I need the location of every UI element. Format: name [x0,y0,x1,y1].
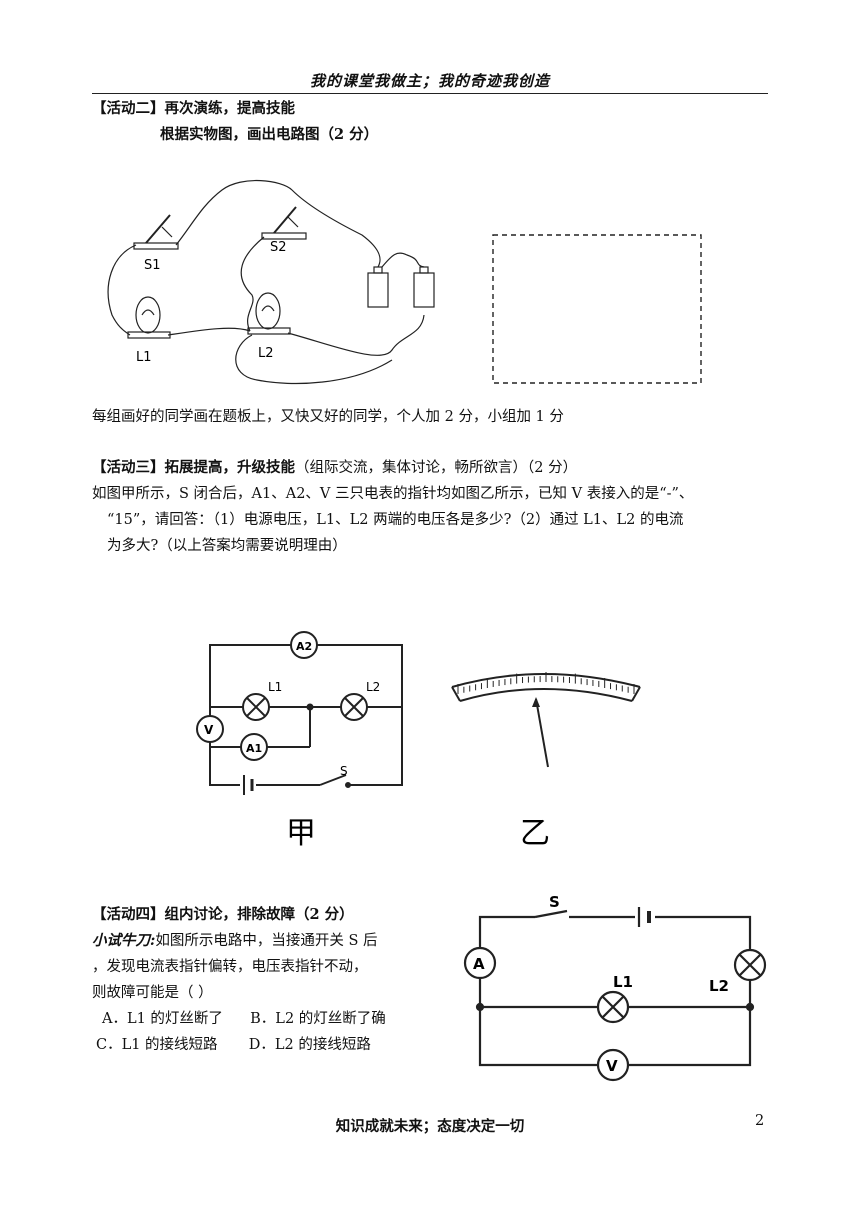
activity2-title: 【活动二】再次演练，提高技能 [92,100,295,117]
meter-scale-bottom [459,688,633,702]
label-v4: V [606,1057,618,1075]
answer-drawing-box[interactable] [492,234,702,384]
figure-jia-yi: A2 V A1 L1 L2 S 甲 乙 [196,631,641,851]
voltmeter-v4 [596,1048,630,1082]
physical-circuit-figure: S1 S2 L1 L2 [107,179,702,385]
activity3-heading: 【活动三】拓展提高，升级技能（组际交流，集体讨论，畅所欲言）（2 分） [92,455,577,481]
option-d[interactable]: D．L2 的接线短路 [248,1037,371,1053]
meter-needle [535,698,549,768]
label-s2: S2 [270,240,287,255]
label-l1: L1 [136,350,152,365]
wire [240,236,265,332]
activity3-title: 【活动三】拓展提高，升级技能 [92,459,295,476]
voltmeter-v [196,715,224,743]
activity4-options-row1: A．L1 的灯丝断了 B．L2 的灯丝断了确 [102,1006,386,1032]
wire [167,327,251,336]
activity3-title-extra: （组际交流，集体讨论，畅所欲言）（2 分） [295,460,578,476]
label-a1: A1 [246,742,262,755]
activity3-question-line1: 如图甲所示，S 闭合后，A1、A2、V 三只电表的指针均如图乙所示，已知 V 表… [92,486,694,502]
bulb-l1 [135,296,161,334]
label-s4: S [549,893,560,911]
activity4-lead: 小试牛刀: [92,932,156,949]
wire [175,179,381,268]
wire [235,334,393,385]
circuit4-outer-wire [478,915,752,1067]
ammeter-a [463,946,497,980]
wire [107,244,137,336]
figure-label-yi: 乙 [520,816,550,851]
label-v: V [204,723,214,737]
label-l1-circuit: L1 [268,680,282,694]
option-a[interactable]: A．L1 的灯丝断了 [102,1011,223,1027]
battery-2 [413,272,435,308]
switch-s2-base [261,232,307,240]
footer-motto: 知识成就未来；态度决定一切 [335,1118,525,1135]
activity4-circuit-figure: S L1 L2 A V [463,893,767,1082]
ammeter-a1 [240,733,268,761]
bulb-l2 [255,292,281,330]
label-l1-4: L1 [613,973,633,991]
activity4-question-a: 如图所示电路中，当接通开关 S 后 [155,933,378,949]
circuit-outer-wire [209,644,403,786]
label-s1: S1 [144,258,161,273]
header-motto: 我的课堂我做主；我的奇迹我创造 [309,72,550,90]
label-a4: A [473,955,485,973]
label-a2: A2 [296,640,312,653]
wire [287,314,425,356]
label-l2-4: L2 [709,977,729,995]
wire [381,252,425,268]
header-divider [92,93,768,94]
activity2-instruction: 根据实物图，画出电路图（2 分） [160,126,379,143]
meter-scale-top [451,673,641,688]
option-c[interactable]: C．L1 的接线短路 [96,1037,218,1053]
activity3-question-line3: 为多大?（以上答案均需要说明理由） [107,538,347,554]
ammeter-a2 [290,631,318,659]
activity4-question-line1: 小试牛刀:如图所示电路中，当接通开关 S 后 [92,928,378,954]
page-number: 2 [755,1113,765,1129]
label-s-circuit: S [340,764,348,778]
label-l2: L2 [258,346,274,361]
activity2-note: 每组画好的同学画在题板上，又快又好的同学，个人加 2 分，小组加 1 分 [92,409,564,425]
activity4-question-c: 则故障可能是（ ） [92,985,213,1001]
figure-label-jia: 甲 [286,816,316,851]
option-b[interactable]: B．L2 的灯丝断了确 [250,1011,386,1027]
activity4-title: 【活动四】组内讨论，排除故障（2 分） [92,906,354,923]
activity3-question-line2: “15”，请回答：（1）电源电压，L1、L2 两端的电压各是多少?（2）通过 L… [107,512,684,528]
activity4-options-row2: C．L1 的接线短路 D．L2 的接线短路 [96,1032,371,1058]
activity4-question-b: ，发现电流表指针偏转，电压表指针不动， [92,959,368,975]
switch-s1-base [133,242,179,250]
battery-1 [367,272,389,308]
label-l2-circuit: L2 [366,680,380,694]
